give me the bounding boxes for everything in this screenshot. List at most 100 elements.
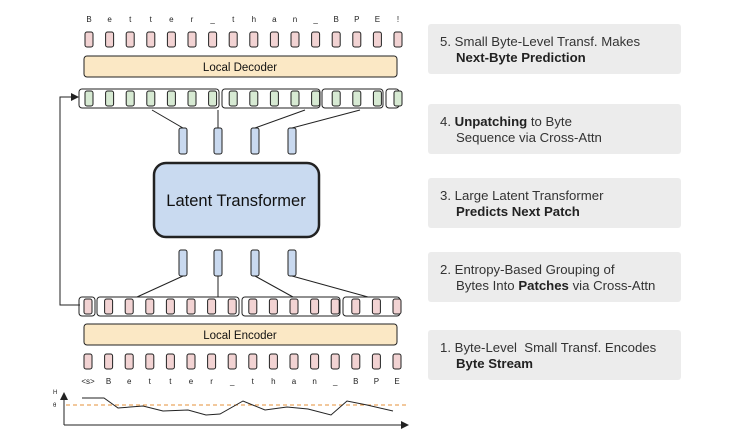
step-emphasis: Predicts Next Patch xyxy=(456,204,580,219)
decoder-hidden-token xyxy=(311,90,321,107)
entropy-plot: H θ xyxy=(53,390,409,429)
output-byte-token xyxy=(125,31,135,48)
patch-group xyxy=(78,88,220,109)
decoder-hidden-token xyxy=(84,90,94,107)
encoder-hidden-token xyxy=(268,298,278,315)
byte-character: B xyxy=(106,377,111,386)
decoder-hidden-token xyxy=(249,90,259,107)
encoder-hidden-token xyxy=(289,298,299,315)
latent-transformer-label: Latent Transformer xyxy=(166,192,306,210)
patch-vector xyxy=(250,127,260,155)
patch-vector xyxy=(250,249,260,277)
unpatching-lines xyxy=(151,109,361,129)
entropy-axis-label: H xyxy=(53,390,57,396)
output-byte-token xyxy=(105,31,115,48)
autoregressive-feedback-arrow xyxy=(59,93,80,306)
input-byte-token xyxy=(104,353,114,370)
byte-character: h xyxy=(271,377,275,386)
byte-character: t xyxy=(150,15,153,24)
output-byte-token xyxy=(146,31,156,48)
local-decoder-box xyxy=(83,55,398,78)
upper-patch-vectors xyxy=(178,127,297,155)
input-byte-token xyxy=(145,353,155,370)
patching-lines xyxy=(136,275,369,298)
output-byte-token xyxy=(372,31,382,48)
patch-vector xyxy=(287,249,297,277)
encoder-hidden-tokens xyxy=(83,298,402,315)
input-byte-token xyxy=(248,353,258,370)
byte-character: _ xyxy=(332,377,338,386)
byte-character: h xyxy=(252,15,256,24)
step-4-box: 4. Unpatching to Byte Sequence via Cross… xyxy=(428,104,681,154)
byte-character: a xyxy=(292,377,297,386)
patch-vector xyxy=(178,249,188,277)
byte-character: E xyxy=(375,15,380,24)
byte-character: n xyxy=(293,15,297,24)
output-byte-token xyxy=(311,31,321,48)
patch-vector xyxy=(213,127,223,155)
input-byte-token xyxy=(83,353,93,370)
input-byte-token xyxy=(392,353,402,370)
step-number: 3. xyxy=(440,188,451,203)
patch-group xyxy=(241,296,341,317)
local-decoder-label: Local Decoder xyxy=(203,62,277,74)
byte-character: t xyxy=(252,377,255,386)
byte-character: e xyxy=(189,377,194,386)
byte-character: e xyxy=(127,377,132,386)
encoder-hidden-token xyxy=(371,298,381,315)
byte-character: r xyxy=(191,15,194,24)
local-encoder-label: Local Encoder xyxy=(203,330,277,342)
step-2-box: 2. Entropy-Based Grouping of Bytes Into … xyxy=(428,252,681,302)
decoder-hidden-token xyxy=(228,90,238,107)
decoder-hidden-tokens xyxy=(84,90,403,107)
decoder-hidden-token xyxy=(372,90,382,107)
input-byte-token xyxy=(330,353,340,370)
encoder-hidden-token xyxy=(145,298,155,315)
output-byte-token xyxy=(269,31,279,48)
step-text: via Cross-Attn xyxy=(568,278,656,293)
byte-character: B xyxy=(353,377,358,386)
output-byte-token xyxy=(249,31,259,48)
byte-character: ! xyxy=(397,15,399,24)
encoder-patch-groups xyxy=(78,296,401,317)
lower-patch-vectors xyxy=(178,249,297,277)
encoder-hidden-token xyxy=(330,298,340,315)
input-byte-token xyxy=(268,353,278,370)
output-byte-token xyxy=(352,31,362,48)
local-encoder-box xyxy=(83,323,398,346)
byte-character: r xyxy=(210,377,213,386)
input-byte-token xyxy=(207,353,217,370)
step-text: Byte-Level Small Transf. Encodes xyxy=(454,340,657,355)
encoder-hidden-token xyxy=(186,298,196,315)
encoder-hidden-token xyxy=(392,298,402,315)
encoder-hidden-token xyxy=(227,298,237,315)
patch-group xyxy=(78,296,96,317)
input-byte-token xyxy=(310,353,320,370)
byte-character: a xyxy=(272,15,277,24)
byte-character: e xyxy=(107,15,112,24)
input-byte-token xyxy=(289,353,299,370)
step-3-box: 3. Large Latent Transformer Predicts Nex… xyxy=(428,178,681,228)
encoder-hidden-token xyxy=(104,298,114,315)
output-byte-tokens xyxy=(84,31,403,48)
output-byte-token xyxy=(187,31,197,48)
step-1-box: 1. Byte-Level Small Transf. Encodes Byte… xyxy=(428,330,681,380)
step-text: Large Latent Transformer xyxy=(454,188,604,203)
byte-character: _ xyxy=(312,15,318,24)
decoder-hidden-token xyxy=(146,90,156,107)
step-number: 1. xyxy=(440,340,451,355)
input-byte-token xyxy=(186,353,196,370)
step-emphasis: Next-Byte Prediction xyxy=(456,50,586,65)
step-text: to Byte xyxy=(527,114,572,129)
decoder-hidden-token xyxy=(208,90,218,107)
threshold-label: θ xyxy=(53,403,57,409)
decoder-hidden-token xyxy=(393,90,403,107)
encoder-hidden-token xyxy=(310,298,320,315)
decoder-hidden-token xyxy=(105,90,115,107)
byte-character: P xyxy=(374,377,379,386)
patch-group xyxy=(321,88,384,109)
decoder-patch-groups xyxy=(78,88,400,109)
step-5-box: 5. Small Byte-Level Transf. Makes Next-B… xyxy=(428,24,681,74)
